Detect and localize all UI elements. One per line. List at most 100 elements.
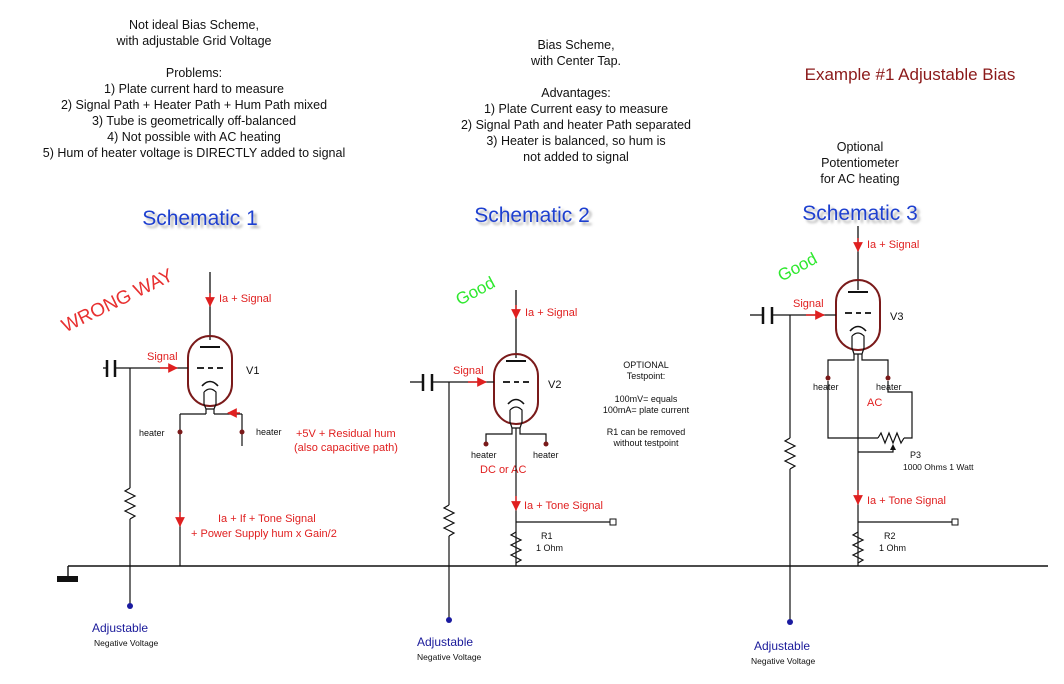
tube-label-v2: V2 <box>548 379 561 391</box>
optional-note-line: Testpoint: <box>627 371 666 381</box>
adjustable-voltage-node <box>787 619 793 625</box>
note-line: Potentiometer <box>821 156 899 170</box>
grid-resistor <box>123 487 137 520</box>
tube-v1 <box>187 335 233 410</box>
heater-node <box>885 375 891 381</box>
tube-v2 <box>493 353 539 429</box>
note-title-line: Not ideal Bias Scheme, <box>129 18 259 32</box>
cathode-resistor-r2 <box>851 531 865 564</box>
cathode-current-label: Ia + Tone Signal <box>867 495 946 507</box>
verdict-good-2: Good <box>453 273 499 309</box>
signal-label: Signal <box>147 351 178 363</box>
note-line: for AC heating <box>820 172 900 186</box>
heater-wire-right <box>861 354 889 378</box>
heater-label-left: heater <box>471 450 497 460</box>
tube-v3 <box>835 279 881 355</box>
pot-wire-right <box>887 381 913 439</box>
grid-resistor <box>442 504 456 537</box>
note-center-tap: Bias Scheme, with Center Tap. Advantages… <box>400 37 752 165</box>
optional-note-line: OPTIONAL <box>623 360 669 370</box>
optional-note-line: R1 can be removed <box>607 427 686 437</box>
plate-current-label: Ia + Signal <box>219 293 271 305</box>
cathode-current-label: Ia + Tone Signal <box>524 500 603 512</box>
schematic-3: Ia + Signal V3 Signal <box>750 226 974 666</box>
testpoint-terminal <box>951 518 959 526</box>
heater-label-left: heater <box>139 428 165 438</box>
tube-label-v1: V1 <box>246 365 259 377</box>
advantage-item: 3) Heater is balanced, so hum is <box>486 134 666 148</box>
grid-resistor <box>783 437 797 470</box>
optional-note-line: without testpoint <box>612 438 679 448</box>
pot-wiper <box>858 448 894 453</box>
resistor-value: 1 Ohm <box>879 543 906 553</box>
heater-label-right: heater <box>533 450 559 460</box>
schematic-2: Ia + Signal V2 Signal <box>410 290 690 662</box>
problem-item: 4) Not possible with AC heating <box>107 130 281 144</box>
example-title: Example #1 Adjustable Bias <box>804 65 1016 84</box>
pot-value: 1000 Ohms 1 Watt <box>903 462 974 472</box>
plate-current-label: Ia + Signal <box>867 239 919 251</box>
adjustable-sublabel: Negative Voltage <box>94 638 159 648</box>
signal-label: Signal <box>793 298 824 310</box>
problem-item: 3) Tube is geometrically off-balanced <box>91 114 297 128</box>
schematic-3-title: Schematic 3 <box>802 202 918 225</box>
pot-wire-left <box>827 381 878 439</box>
testpoint-terminal <box>609 518 617 526</box>
problem-item: 5) Hum of heater voltage is DIRECTLY add… <box>42 146 346 160</box>
heater-type-label: DC or AC <box>480 464 527 476</box>
problem-item: 2) Signal Path + Heater Path + Hum Path … <box>60 98 328 112</box>
heater-label-right: heater <box>876 382 902 392</box>
heater-node <box>483 441 489 447</box>
problems-heading: Problems: <box>165 66 223 80</box>
advantages-heading: Advantages: <box>541 86 611 100</box>
problem-item: 1) Plate current hard to measure <box>104 82 284 96</box>
cathode-resistor-r1 <box>509 531 523 564</box>
note-title-line: with Center Tap. <box>530 54 622 68</box>
heater-wire-right <box>519 428 547 444</box>
note-not-ideal: Not ideal Bias Scheme, with adjustable G… <box>0 17 388 161</box>
tube-label-v3: V3 <box>890 311 903 323</box>
ground-symbol <box>57 565 95 582</box>
heater-label-right: heater <box>256 427 282 437</box>
note-line: Optional <box>836 140 884 154</box>
heater-wire-left <box>485 428 513 444</box>
pot-label: P3 <box>910 450 921 460</box>
adjustable-label: Adjustable <box>92 621 148 635</box>
adjustable-label: Adjustable <box>417 635 473 649</box>
heater-node <box>177 429 183 435</box>
adjustable-sublabel: Negative Voltage <box>417 652 482 662</box>
potentiometer-p3 <box>877 431 905 445</box>
cathode-note-line: Ia + If + Tone Signal <box>218 513 316 525</box>
pot-wiper-arrow <box>890 444 896 450</box>
schematic-2-title: Schematic 2 <box>474 204 590 227</box>
note-optional-pot: Optional Potentiometer for AC heating <box>760 139 960 187</box>
plate-current-label: Ia + Signal <box>525 307 577 319</box>
resistor-value: 1 Ohm <box>536 543 563 553</box>
schematic-1: Ia + Signal V1 Signal <box>92 272 398 648</box>
cathode-note-line: + Power Supply hum x Gain/2 <box>191 528 337 540</box>
heater-label-left: heater <box>813 382 839 392</box>
verdict-wrong-way: WRONG WAY <box>58 265 177 337</box>
hum-note-line: (also capacitive path) <box>294 442 398 454</box>
verdict-good-3: Good <box>775 249 821 285</box>
heater-node <box>239 429 245 435</box>
note-title-line: Bias Scheme, <box>537 38 615 52</box>
note-title-line: with adjustable Grid Voltage <box>116 34 272 48</box>
adjustable-voltage-node <box>446 617 452 623</box>
adjustable-sublabel: Negative Voltage <box>751 656 816 666</box>
hum-note-line: +5V + Residual hum <box>296 428 396 440</box>
advantage-item: not added to signal <box>523 150 629 164</box>
adjustable-label: Adjustable <box>754 639 810 653</box>
schematic-1-title: Schematic 1 <box>142 207 258 230</box>
signal-label: Signal <box>453 365 484 377</box>
optional-note-line: 100mV= equals <box>615 394 678 404</box>
heater-type-label: AC <box>867 397 882 409</box>
heater-node <box>825 375 831 381</box>
adjustable-voltage-node <box>127 603 133 609</box>
resistor-label: R1 <box>541 531 553 541</box>
advantage-item: 2) Signal Path and heater Path separated <box>460 118 692 132</box>
advantage-item: 1) Plate Current easy to measure <box>483 102 669 116</box>
input-capacitor <box>750 307 836 324</box>
